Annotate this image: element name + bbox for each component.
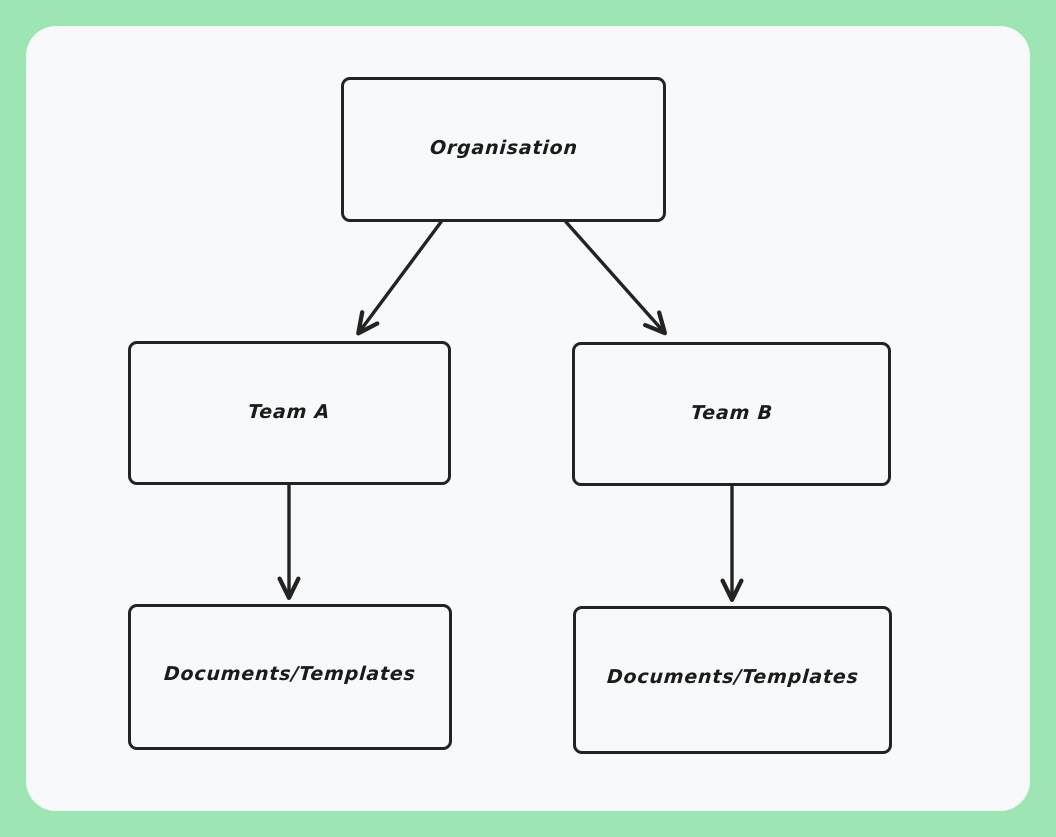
node-team-b[interactable]: Team B bbox=[572, 342, 891, 486]
node-documents-a[interactable]: Documents/Templates bbox=[128, 604, 452, 750]
node-organisation-label: Organisation bbox=[428, 137, 579, 159]
node-documents-b[interactable]: Documents/Templates bbox=[573, 606, 892, 754]
node-documents-a-label: Documents/Templates bbox=[163, 663, 417, 685]
node-team-b-label: Team B bbox=[689, 402, 774, 424]
node-documents-b-label: Documents/Templates bbox=[605, 666, 860, 688]
node-team-a-label: Team A bbox=[247, 401, 332, 423]
edge-org-to-team-a bbox=[356, 220, 443, 336]
edge-org-to-team-b bbox=[564, 220, 668, 336]
node-organisation[interactable]: Organisation bbox=[341, 77, 666, 222]
node-team-a[interactable]: Team A bbox=[128, 341, 451, 485]
